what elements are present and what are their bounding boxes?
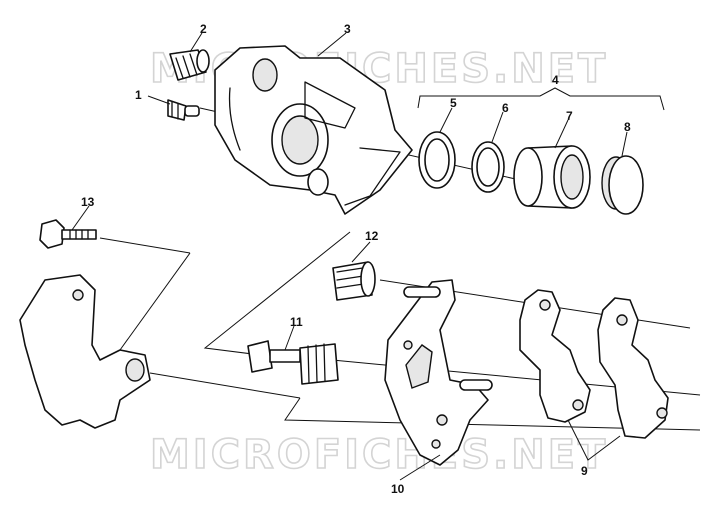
watermark-bottom: MICROFICHES.NET: [150, 432, 608, 478]
callout-8: 8: [624, 120, 631, 134]
callout-7: 7: [566, 109, 573, 123]
callout-9: 9: [581, 464, 588, 478]
piston-cap: [601, 155, 644, 215]
leader-lines: [71, 32, 665, 481]
bracket-spring: [332, 261, 376, 301]
dust-seal: [471, 141, 505, 193]
callout-2: 2: [200, 22, 207, 36]
callout-3: 3: [344, 22, 351, 36]
callout-1: 1: [135, 88, 142, 102]
callout-12: 12: [365, 229, 379, 243]
mounting-bolt: [39, 219, 97, 249]
slide-pin: [247, 340, 339, 385]
piston-seal: [418, 131, 456, 189]
callout-5: 5: [450, 96, 457, 110]
callout-13: 13: [81, 195, 95, 209]
callout-4: 4: [552, 73, 559, 87]
bleeder-screw: [167, 99, 200, 121]
callout-10: 10: [391, 482, 405, 496]
mounting-plate: [384, 279, 493, 466]
caliper-piston: [513, 145, 591, 209]
callout-6: 6: [502, 101, 509, 115]
caliper-bracket: [19, 274, 151, 429]
caliper-spring: [169, 49, 210, 81]
brake-pad-inner: [519, 289, 591, 423]
caliper-body: [214, 45, 413, 215]
brake-pad-outer: [597, 297, 669, 439]
callout-11: 11: [290, 315, 303, 329]
